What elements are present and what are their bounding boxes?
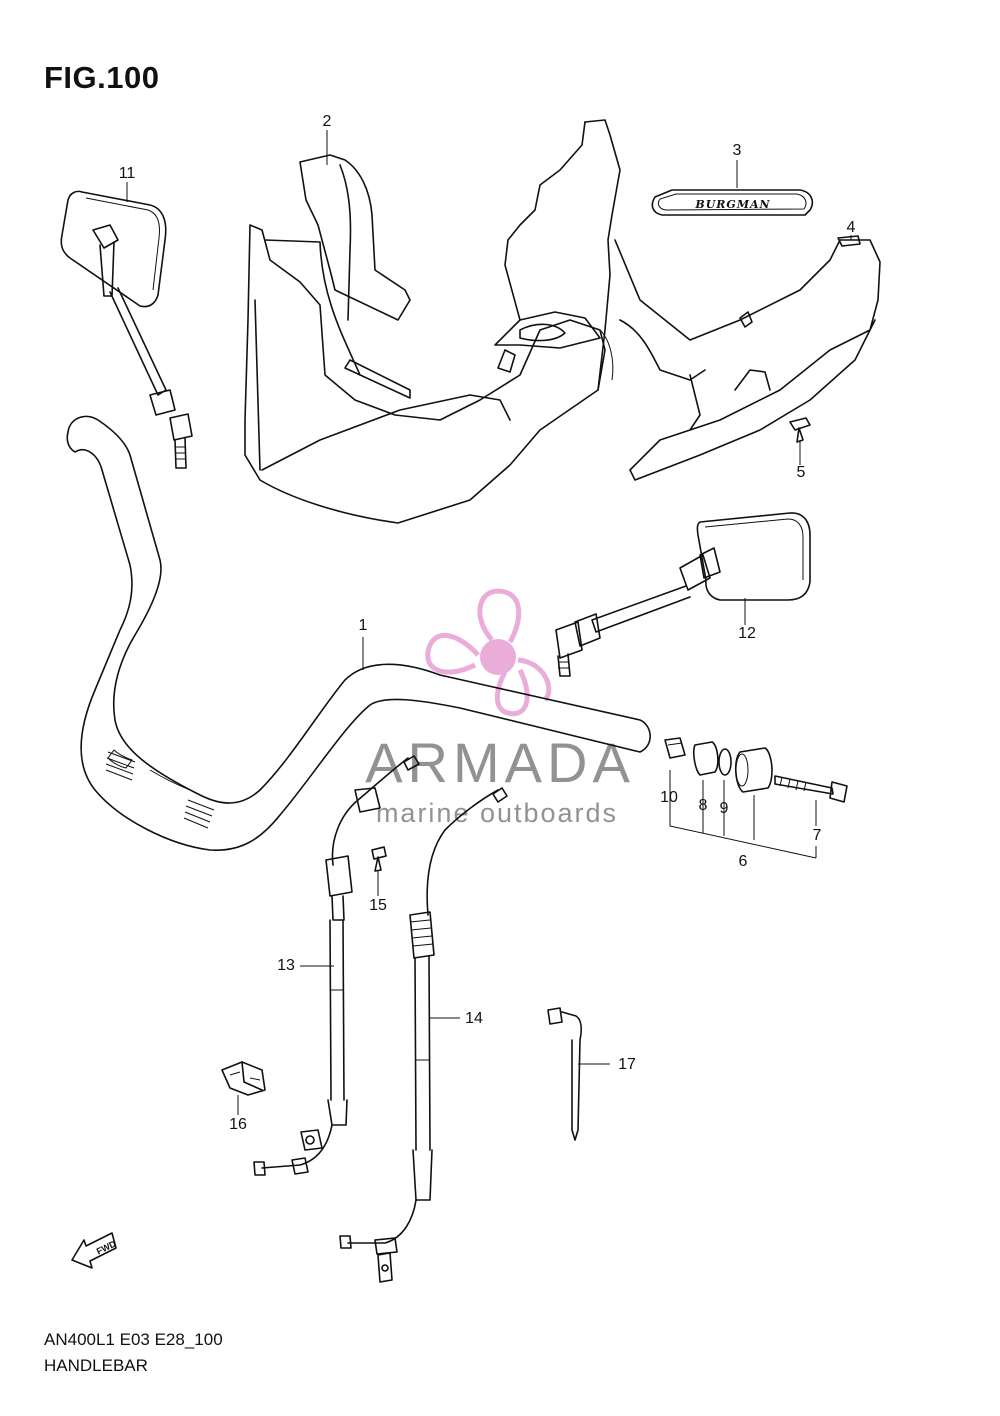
right-mirror: [555, 512, 811, 677]
bar-end-collar: [693, 741, 719, 776]
callout-2: 2: [322, 113, 332, 130]
throttle-cable-1: [253, 755, 420, 1176]
handlebar: [66, 415, 651, 851]
callout-12: 12: [738, 625, 756, 642]
watermark-brand: ARMADA: [365, 731, 635, 794]
callout-5: 5: [796, 464, 806, 481]
left-mirror: [60, 190, 193, 469]
bar-end-nut: [664, 737, 686, 759]
callout-8: 8: [698, 797, 708, 814]
callout-17: 17: [618, 1056, 636, 1073]
callout-13: 13: [277, 957, 295, 974]
armada-watermark: ARMADA marine outboards: [365, 588, 635, 828]
callout-7: 7: [812, 827, 822, 844]
cable-clamp: [221, 1061, 266, 1096]
callout-10: 10: [660, 789, 678, 806]
callout-16: 16: [229, 1116, 247, 1133]
cable-tie: [547, 1007, 582, 1141]
propeller-logo-icon: [425, 588, 552, 717]
bar-end-bolt: [774, 775, 848, 803]
diagram-code: AN400L1 E03 E28_100: [44, 1330, 223, 1349]
callout-1: 1: [358, 617, 368, 634]
handlebar-cover: [244, 119, 881, 524]
callout-9: 9: [719, 800, 729, 817]
bar-end-assembly: [664, 737, 848, 859]
callout-14: 14: [465, 1010, 483, 1027]
forward-arrow-icon: FWD: [71, 1232, 118, 1269]
callout-6: 6: [738, 853, 748, 870]
bar-end-weight: [734, 747, 773, 793]
callout-11: 11: [118, 165, 136, 182]
callout-15: 15: [369, 897, 387, 914]
callout-3: 3: [732, 142, 742, 159]
watermark-tagline: marine outboards: [376, 798, 618, 828]
bar-end-washer: [718, 748, 732, 776]
figure-title: FIG.100: [44, 60, 160, 95]
throttle-cable-2: [339, 787, 508, 1283]
cover-screw: [789, 417, 811, 443]
cable-screw: [371, 846, 387, 872]
burgman-badge: BURGMAN: [651, 189, 814, 216]
leader-lines: [126, 130, 852, 1115]
badge-text: BURGMAN: [694, 198, 770, 211]
callout-4: 4: [846, 219, 856, 236]
diagram-name: HANDLEBAR: [44, 1356, 148, 1375]
